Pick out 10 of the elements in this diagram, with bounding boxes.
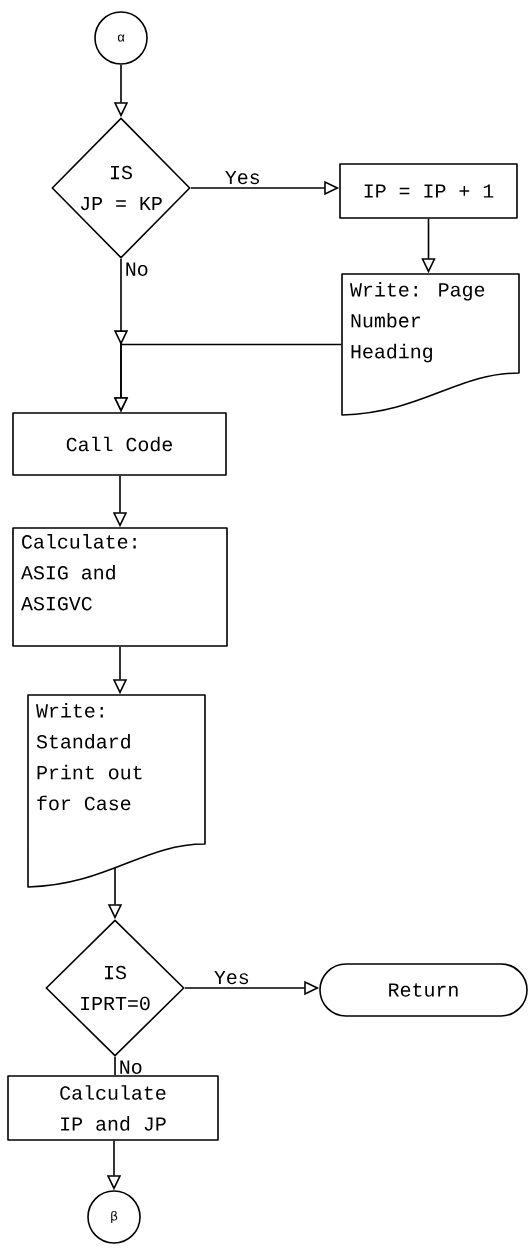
process-box: IP = IP + 1 [339,163,518,219]
edge-label: Yes [214,970,249,985]
connector-line [114,1056,116,1076]
edge-label: No [120,1060,142,1074]
terminal-box: Return [319,963,528,1017]
process-box: Call Code [12,412,227,476]
edge-label: No [126,262,148,276]
process-box: Calculate: ASIG and ASIGVC [12,527,228,647]
edge-label: Yes [225,170,260,185]
process-box: Calculate IP and JP [7,1075,219,1141]
